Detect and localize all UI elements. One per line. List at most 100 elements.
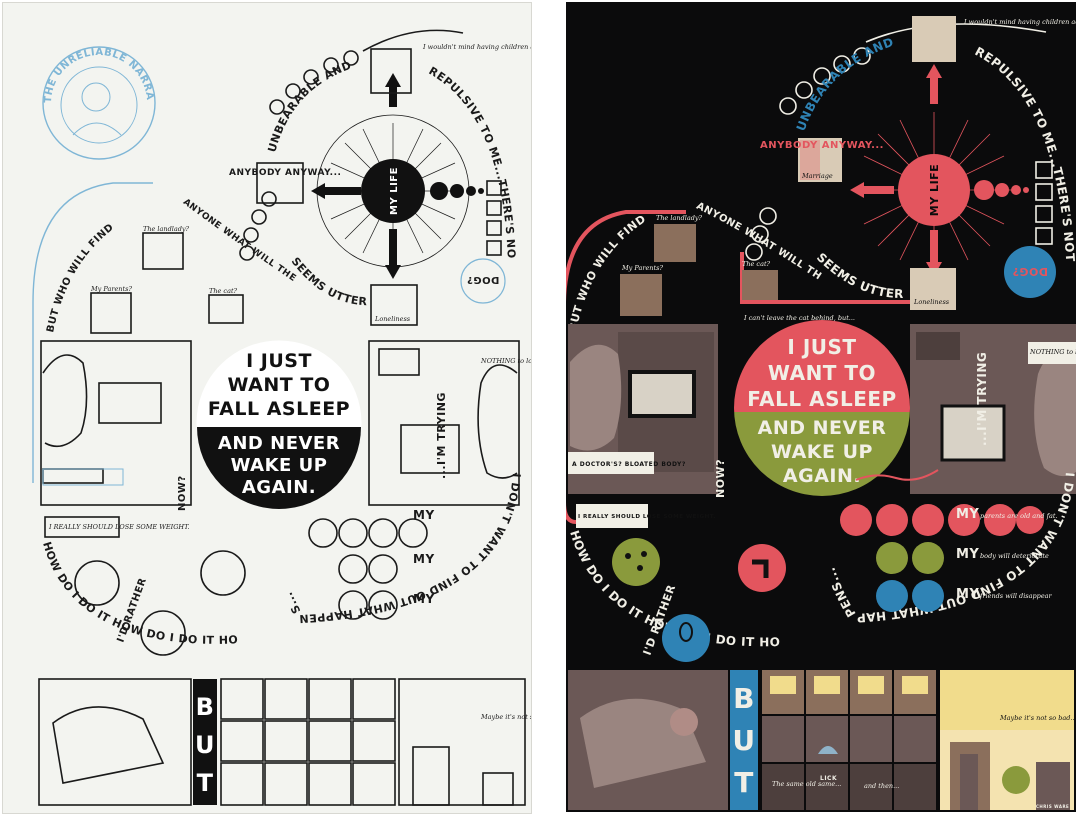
my-parents-note-color: parents are old and fat. (980, 512, 1058, 520)
children-caption: I wouldn't mind having children actually… (422, 43, 531, 51)
ring-text-bottom-right-color: I DON'T WANT TO FIND OUT WHAT HAPPENS... (823, 472, 1076, 625)
children-caption-color: I wouldn't mind having children actually… (963, 18, 1076, 26)
cat-caption: The cat? (209, 287, 238, 295)
center-line-5: WAKE UP (231, 455, 328, 476)
loneliness-caption-color: Loneliness (913, 298, 950, 306)
color-artwork: MY LIFE I wouldn't mind having children … (566, 2, 1076, 810)
my-life-sun-color: MY LIFE (850, 64, 1029, 276)
ring-text-now-color: NOW? (714, 459, 727, 498)
my-life-label: MY LIFE (389, 167, 400, 215)
ring-text-left: ANYBODY ANYWAY... (229, 168, 341, 178)
center-line-6-color: AGAIN. (783, 465, 861, 487)
my-parents-label-color: MY (956, 507, 979, 522)
my-body-note-color: body will deteriorate (980, 552, 1049, 560)
marriage-box (256, 162, 304, 204)
maybe-caption-color: Maybe it's not so bad... (999, 714, 1076, 722)
loneliness-caption: Loneliness (374, 315, 411, 323)
signature: CHRIS WARE (1036, 804, 1069, 809)
ring-text-trying: ...I'M TRYING (435, 392, 448, 479)
parents-caption: My Parents? (90, 285, 132, 293)
center-line-5-color: WAKE UP (771, 441, 873, 463)
ring-text-top-left: UNBEARABLE AND (265, 59, 353, 154)
left-bedroom-panel-color (568, 324, 718, 494)
loneliness-box-color (910, 268, 956, 310)
my-parents-label: MY (413, 508, 435, 522)
bottom-strip-color: B U T (568, 670, 1074, 810)
method-circles-pencil (74, 550, 246, 656)
bloated-caption-color: A DOCTOR'S? BLOATED BODY? (572, 461, 686, 468)
ring-text-find: BUT WHO WILL FIND (45, 222, 116, 334)
red-route-2 (740, 252, 926, 304)
marriage-caption-color: Marriage (801, 172, 833, 180)
landlady-box (142, 232, 184, 270)
my-life-label-color: MY LIFE (928, 164, 941, 216)
dog-label-color: DOG? (1012, 265, 1048, 278)
dog-circle (460, 258, 506, 304)
center-line-6: AGAIN. (242, 477, 316, 498)
ring-text-left-color: ANYBODY ANYWAY... (760, 140, 884, 151)
cat-box (208, 294, 244, 324)
center-line-2: WANT TO (228, 374, 331, 396)
bottom-strip-pencil: B U T (38, 678, 526, 806)
landlady-caption-color: The landlady? (656, 214, 703, 222)
lick-caption-color: LICK (820, 775, 837, 782)
my-rows-pencil (308, 518, 428, 620)
landlady-caption: The landlady? (143, 225, 190, 233)
center-line-2-color: WANT TO (768, 361, 876, 385)
but-t-color: T (734, 766, 754, 799)
weight-box (44, 516, 120, 538)
ring-text-now: NOW? (177, 475, 188, 511)
parents-caption-color: My Parents? (621, 264, 663, 272)
but-u-color: U (732, 724, 755, 757)
weight-caption: I REALLY SHOULD LOSE SOME WEIGHT. (48, 523, 190, 531)
center-line-1: I JUST (246, 350, 312, 372)
right-box-column-color (1035, 161, 1053, 245)
dog-circle-color (1004, 246, 1056, 298)
landlady-box-color (654, 224, 696, 262)
pencil-artwork: THE UNRELIABLE NARRATOR MY LIFE I wouldn… (3, 3, 531, 806)
left-bedroom-panel (40, 340, 192, 506)
weight-box-color (576, 504, 648, 528)
bubble-arc (239, 29, 464, 261)
narrator-seal: THE UNRELIABLE NARRATOR (3, 3, 156, 160)
parents-box (90, 292, 132, 334)
ring-text-seems: SEEMS UTTERLY (3, 3, 368, 308)
my-rows-color (840, 504, 1044, 612)
cat-box-color (742, 270, 778, 300)
nothing-box-color (1028, 342, 1076, 364)
right-box-column (486, 180, 502, 256)
but-b: B (196, 693, 215, 721)
pencil-original-page: THE UNRELIABLE NARRATOR MY LIFE I wouldn… (2, 2, 532, 814)
but-u: U (195, 731, 215, 759)
marriage-box-color (798, 138, 842, 182)
my-body-label-color: MY (956, 547, 979, 562)
right-bedroom-panel-color (910, 324, 1076, 494)
center-line-3: FALL ASLEEP (208, 398, 350, 420)
my-friends-label-color: MY (956, 587, 979, 602)
ring-text-seems-color: SEEMS UTTERLY (566, 2, 904, 301)
method-circles-color (612, 538, 786, 662)
ring-text-trying-color: ...I'M TRYING (975, 352, 989, 446)
ring-text-bottom-left: HOW DO I DO IT HOW DO I DO IT HOW DO I D… (3, 3, 239, 647)
my-body-label: MY (413, 552, 435, 566)
red-route (566, 210, 686, 502)
bloated-box (42, 468, 124, 486)
parents-box-color (620, 274, 662, 316)
but-t: T (197, 769, 214, 797)
maybe-caption: Maybe it's not so bad... (480, 713, 531, 721)
my-life-sun: MY LIFE (311, 73, 484, 279)
center-line-1-color: I JUST (787, 335, 856, 359)
center-circle: I JUST WANT TO FALL ASLEEP AND NEVER WAK… (196, 340, 362, 509)
colored-print-page: MY LIFE I wouldn't mind having children … (566, 2, 1076, 812)
center-line-3-color: FALL ASLEEP (747, 387, 896, 411)
center-circle-color: I JUST WANT TO FALL ASLEEP AND NEVER WAK… (734, 320, 939, 496)
nothing-caption-color: NOTHING to look forward to... (1029, 348, 1076, 356)
cat-note-color: I can't leave the cat behind, but... (743, 314, 855, 322)
center-line-4: AND NEVER (218, 433, 340, 454)
weight-caption-color: I REALLY SHOULD LOSE SOME WEIGHT. (578, 514, 716, 520)
dog-label: DOG? (467, 274, 500, 285)
right-bedroom-panel (368, 340, 520, 506)
children-box (370, 48, 412, 94)
same-caption-color: The same old same... (772, 780, 841, 788)
my-friends-note-color: friends will disappear (979, 592, 1053, 600)
